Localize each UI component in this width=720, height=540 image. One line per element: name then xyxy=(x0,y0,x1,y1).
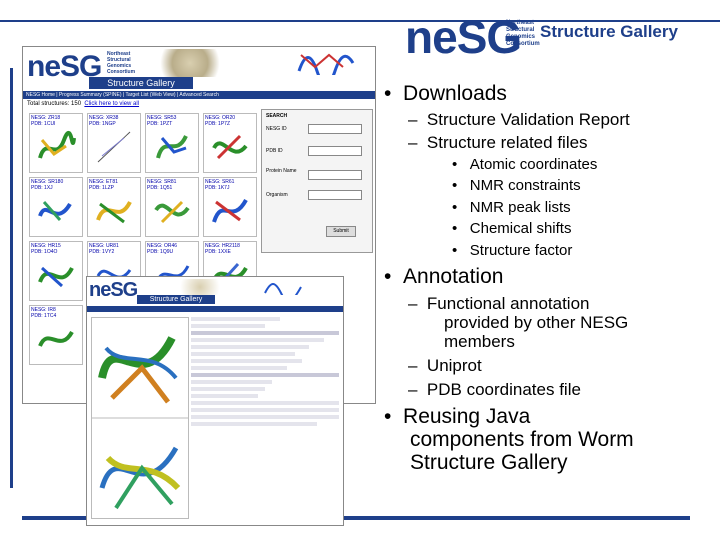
gallery-logo-subtitle: Northeast Structural Genomics Consortium xyxy=(107,51,136,75)
search-label: PDB ID xyxy=(266,148,283,154)
gallery-total: Total structures: 150 Click here to view… xyxy=(27,101,140,107)
sub-uniprot: – Uniprot xyxy=(408,356,482,375)
structure-views xyxy=(91,317,189,519)
submit-button[interactable]: Submit xyxy=(326,226,356,237)
bullet-downloads: • Downloads xyxy=(384,82,507,105)
nesg-id-field[interactable] xyxy=(308,124,362,134)
search-title: SEARCH xyxy=(266,113,288,119)
left-rule xyxy=(10,68,13,488)
sub-functional-annotation: – Functional annotation xyxy=(408,294,590,313)
helix-image xyxy=(295,49,355,86)
logo-sg: SG xyxy=(456,11,522,63)
search-label: NESG ID xyxy=(266,126,287,132)
protein-image xyxy=(153,49,227,77)
detail-table xyxy=(191,317,339,477)
sub-functional-annotation-line: provided by other NESG xyxy=(444,313,629,332)
file-item: • Structure factor xyxy=(452,242,573,259)
logo-ne: ne xyxy=(405,11,458,63)
search-label: Protein Name xyxy=(266,168,297,174)
sub-pdb-coordinates: – PDB coordinates file xyxy=(408,380,581,399)
file-item: • Chemical shifts xyxy=(452,220,572,237)
top-rule xyxy=(0,20,720,22)
search-panel: SEARCH NESG ID PDB ID Protein Name Organ… xyxy=(261,109,373,253)
detail-logo: neSG xyxy=(89,279,138,301)
bullet-reusing-java: • Reusing Java xyxy=(384,405,531,428)
helix-image xyxy=(263,279,303,303)
header-title: Structure Gallery xyxy=(540,22,678,41)
bullet-reusing-java-line: components from Worm xyxy=(410,428,634,451)
sub-validation-report: – Structure Validation Report xyxy=(408,110,630,129)
pdb-id-field[interactable] xyxy=(308,146,362,156)
file-item: • Atomic coordinates xyxy=(452,156,598,173)
gallery-nav[interactable]: NESG Home | Progress Summary (SPINE) | T… xyxy=(23,91,375,99)
sub-structure-files: – Structure related files xyxy=(408,133,588,152)
bullet-reusing-java-line: Structure Gallery xyxy=(410,451,568,474)
detail-banner: Structure Gallery xyxy=(137,295,215,304)
gallery-screenshot: neSG Northeast Structural Genomics Conso… xyxy=(22,46,376,404)
file-item: • NMR peak lists xyxy=(452,199,571,216)
sub-functional-annotation-line: members xyxy=(444,332,515,351)
header-logo-subtitle: Northeast Structural Genomics Consortium xyxy=(506,20,540,47)
protein-name-field[interactable] xyxy=(308,170,362,180)
bullet-annotation: • Annotation xyxy=(384,265,504,288)
search-label: Organism xyxy=(266,192,288,198)
header-logo: neSG xyxy=(405,11,522,63)
detail-screenshot: neSG Structure Gallery xyxy=(86,276,344,526)
detail-nav[interactable] xyxy=(87,306,343,312)
gallery-logo: neSG xyxy=(27,50,102,83)
protein-image xyxy=(175,279,225,295)
bottom-rule xyxy=(22,516,690,520)
file-item: • NMR constraints xyxy=(452,177,581,194)
view-all-link[interactable]: Click here to view all xyxy=(84,101,140,107)
gallery-banner: Structure Gallery xyxy=(89,77,193,89)
organism-select[interactable] xyxy=(308,190,362,200)
